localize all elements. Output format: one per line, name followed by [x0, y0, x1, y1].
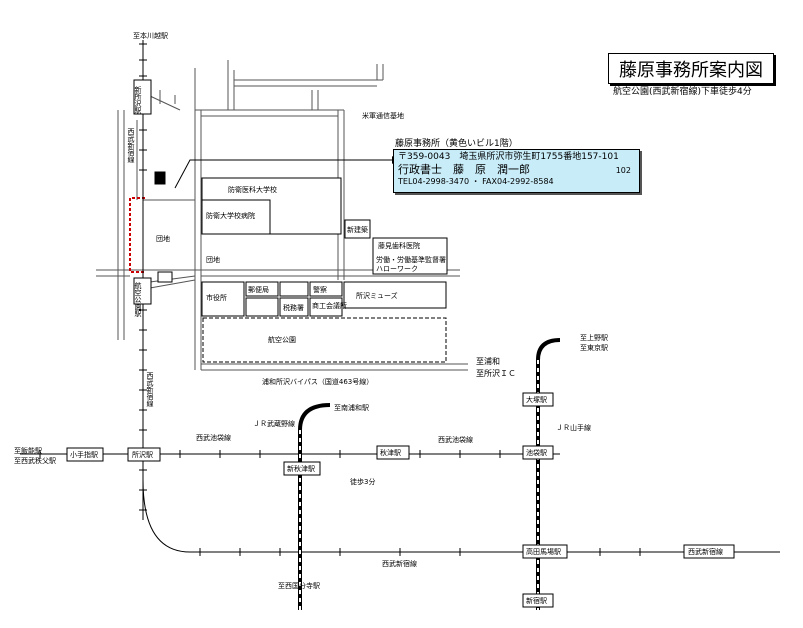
label-park: 航空公園	[268, 335, 296, 344]
label-to-ic: 至所沢ＩＣ	[476, 368, 516, 378]
station-boxes	[66, 79, 735, 608]
park-area	[202, 317, 447, 363]
station-shin-akitsu: 新秋津駅	[287, 464, 315, 473]
pointer-arrow	[174, 159, 392, 189]
office-contact: TEL04-2998-3470 ・ FAX04-2992-8584	[398, 177, 554, 186]
label-hello: ハローワーク	[376, 265, 418, 273]
label-shintokorozawa: 新所沢駅	[134, 85, 142, 115]
label-jr-musashino: ＪＲ武蔵野線	[253, 419, 295, 428]
label-to-hanno: 至飯能駅	[14, 446, 42, 455]
label-keisatsu: 警察	[313, 285, 327, 294]
label-danchi-2: 団地	[206, 255, 220, 264]
label-jr-yamanote: ＪＲ山手線	[556, 423, 591, 432]
label-to-motokawagoe: 至本川越駅	[133, 31, 168, 40]
station-kotesashi: 小手指駅	[70, 450, 98, 459]
rail-ties	[39, 43, 641, 556]
label-shinkenchiku: 新建築	[347, 225, 368, 234]
label-seibu-shinjuku-s: 西武新宿線	[146, 372, 154, 407]
label-koku-eki: 航空公園駅	[134, 281, 142, 318]
label-to-ueno: 至上野駅	[580, 333, 608, 342]
label-boei-school: 防衛医科大学校	[228, 185, 277, 194]
label-to-kokubunji: 至西国分寺駅	[278, 581, 320, 590]
label-shogaijo: 郵便局	[248, 285, 269, 294]
label-to-minami-urawa: 至南浦和駅	[334, 403, 369, 412]
label-bypass: 浦和所沢バイパス（国道463号線）	[262, 377, 373, 386]
label-to-tokyo: 至東京駅	[580, 343, 608, 352]
station-tokorozawa: 所沢駅	[132, 450, 153, 459]
label-seibu-ikebukuro-2: 西武池袋線	[438, 435, 473, 444]
map-title: 藤原事務所案内図	[608, 53, 774, 84]
station-seibu-shinjuku: 西武新宿線	[688, 547, 723, 556]
label-walk: 徒歩3分	[350, 477, 375, 486]
label-rodo: 労働・労働基準監督署	[376, 255, 446, 264]
label-shokai: 商工会議所	[312, 301, 347, 310]
office-address: 〒359-0043 埼玉県所沢市弥生町1755番地157-101	[398, 152, 619, 162]
label-seibu-shinjuku-n: 西武新宿線	[127, 128, 135, 163]
station-takadanobaba: 高田馬場駅	[526, 547, 561, 556]
station-ikebukuro: 池袋駅	[526, 448, 547, 457]
label-beigun: 米軍通信基地	[362, 111, 404, 120]
roads	[96, 60, 468, 371]
station-otsuka: 大塚駅	[526, 395, 547, 404]
label-muse: 所沢ミューズ	[356, 291, 398, 300]
label-seibu-shinjuku-b: 西武新宿線	[382, 559, 417, 568]
label-to-chichibu: 至西武秩父駅	[14, 456, 56, 465]
buildings	[154, 171, 448, 317]
rail-lines	[20, 40, 780, 610]
label-seibu-ikebukuro: 西武池袋線	[196, 433, 231, 442]
station-akitsu: 秋津駅	[380, 448, 401, 457]
walking-route	[129, 197, 145, 273]
label-zeimusho: 税務署	[283, 303, 304, 312]
office-info-box: 〒359-0043 埼玉県所沢市弥生町1755番地157-101 行政書士 藤 …	[393, 149, 640, 193]
label-fujimi: 藤見歯科医院	[378, 241, 420, 250]
map-subtitle: 航空公園(西武新宿線)下車徒歩4分	[613, 87, 752, 97]
label-shiyakusho: 市役所	[206, 293, 227, 302]
label-to-urawa: 至浦和	[476, 356, 500, 366]
office-name: 行政書士 藤 原 潤一郎	[398, 163, 530, 176]
station-shinjuku: 新宿駅	[526, 596, 547, 605]
label-boei-hospital: 防衛大学校病院	[206, 211, 255, 220]
label-danchi-1: 団地	[156, 234, 170, 243]
office-heading: 藤原事務所（黄色いビル1階）	[395, 139, 518, 149]
office-room: 102	[615, 166, 631, 175]
